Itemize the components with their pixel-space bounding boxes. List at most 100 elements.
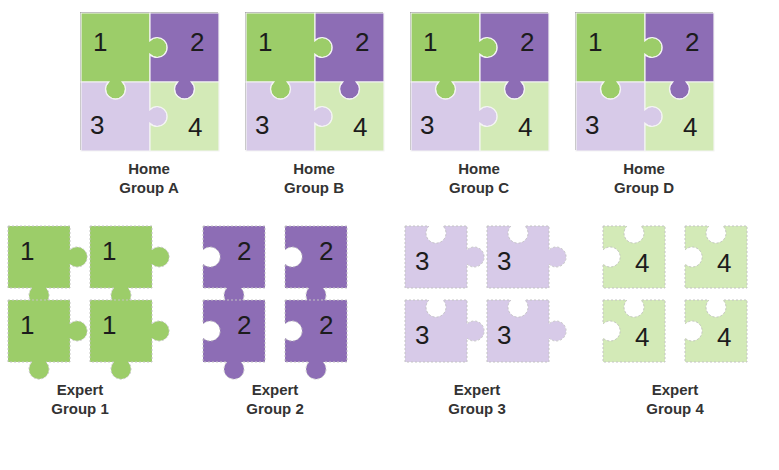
home-group: 1234Home Group B — [245, 12, 383, 150]
puzzle-piece: 1 — [76, 212, 166, 302]
home-group: 1234Home Group A — [80, 12, 218, 150]
piece-shape — [8, 226, 87, 305]
piece-outline — [671, 286, 761, 376]
puzzle-piece: 4 — [671, 212, 761, 302]
piece-shape — [405, 300, 484, 362]
puzzle-piece: 2 — [271, 286, 361, 376]
puzzle-piece: 3 — [391, 212, 481, 302]
puzzle-piece: 4 — [301, 68, 398, 165]
piece-outline — [466, 68, 563, 165]
piece-shape — [203, 300, 265, 379]
piece-shape — [285, 300, 347, 379]
expert-group: 1111Expert Group 1 — [8, 226, 152, 362]
piece-shape — [285, 226, 347, 305]
piece-outline — [391, 212, 481, 302]
piece-outline — [301, 68, 398, 165]
piece-shape — [487, 226, 566, 288]
piece-number: 1 — [93, 27, 107, 57]
expert-group: 2222Expert Group 2 — [203, 226, 347, 362]
puzzle-piece: 2 — [189, 212, 279, 302]
expert-group: 4444Expert Group 4 — [603, 226, 747, 362]
piece-number: 4 — [717, 322, 731, 352]
piece-shape — [603, 300, 665, 362]
piece-outline — [271, 286, 361, 376]
piece-shape — [645, 82, 714, 151]
group-caption: Home Group C — [434, 159, 524, 197]
piece-number: 3 — [415, 246, 429, 276]
puzzle-piece: 4 — [589, 212, 679, 302]
piece-number: 1 — [258, 27, 272, 57]
piece-outline — [76, 286, 166, 376]
puzzle-piece: 3 — [473, 212, 563, 302]
piece-number: 4 — [635, 248, 649, 278]
piece-shape — [203, 226, 265, 305]
piece-number: 2 — [319, 310, 333, 340]
piece-number: 2 — [355, 27, 369, 57]
piece-number: 2 — [237, 236, 251, 266]
piece-number: 1 — [102, 310, 116, 340]
piece-shape — [480, 82, 549, 151]
piece-number: 1 — [20, 236, 34, 266]
piece-outline — [189, 286, 279, 376]
expert-group: 3333Expert Group 3 — [405, 226, 549, 362]
piece-shape — [405, 226, 484, 288]
piece-number: 2 — [520, 27, 534, 57]
piece-number: 3 — [497, 320, 511, 350]
piece-outline — [671, 212, 761, 302]
piece-number: 4 — [353, 112, 367, 142]
piece-shape — [603, 226, 665, 288]
group-caption: Home Group D — [599, 159, 689, 197]
puzzle-piece: 1 — [76, 286, 166, 376]
puzzle-piece: 3 — [473, 286, 563, 376]
home-group: 1234Home Group D — [575, 12, 713, 150]
piece-outline — [473, 286, 563, 376]
puzzle-piece: 4 — [671, 286, 761, 376]
piece-outline — [589, 212, 679, 302]
puzzle-piece: 1 — [0, 286, 84, 376]
group-caption: Home Group A — [104, 159, 194, 197]
group-caption: Expert Group 2 — [230, 380, 320, 418]
piece-outline — [391, 286, 481, 376]
piece-outline — [136, 68, 233, 165]
piece-number: 3 — [420, 110, 434, 140]
piece-outline — [271, 212, 361, 302]
puzzle-piece: 4 — [466, 68, 563, 165]
piece-outline — [0, 212, 84, 302]
piece-number: 3 — [585, 110, 599, 140]
piece-outline — [76, 212, 166, 302]
piece-outline — [631, 68, 728, 165]
piece-shape — [685, 226, 747, 288]
piece-number: 3 — [497, 246, 511, 276]
puzzle-piece: 3 — [391, 286, 481, 376]
piece-shape — [90, 226, 169, 305]
puzzle-piece: 2 — [271, 212, 361, 302]
piece-number: 3 — [255, 110, 269, 140]
puzzle-piece: 4 — [136, 68, 233, 165]
piece-number: 1 — [20, 310, 34, 340]
group-caption: Expert Group 1 — [35, 380, 125, 418]
piece-number: 3 — [90, 110, 104, 140]
piece-outline — [589, 286, 679, 376]
piece-number: 1 — [102, 236, 116, 266]
piece-number: 2 — [237, 310, 251, 340]
group-caption: Expert Group 3 — [432, 380, 522, 418]
piece-number: 4 — [635, 322, 649, 352]
piece-shape — [487, 300, 566, 362]
piece-number: 1 — [423, 27, 437, 57]
puzzle-piece: 4 — [631, 68, 728, 165]
group-caption: Home Group B — [269, 159, 359, 197]
piece-number: 4 — [683, 112, 697, 142]
puzzle-piece: 2 — [189, 286, 279, 376]
piece-number: 2 — [319, 236, 333, 266]
piece-number: 2 — [190, 27, 204, 57]
piece-number: 2 — [685, 27, 699, 57]
piece-shape — [90, 300, 169, 379]
puzzle-piece: 4 — [589, 286, 679, 376]
piece-shape — [315, 82, 384, 151]
piece-shape — [150, 82, 219, 151]
home-group: 1234Home Group C — [410, 12, 548, 150]
piece-number: 1 — [588, 27, 602, 57]
piece-shape — [8, 300, 87, 379]
piece-outline — [473, 212, 563, 302]
